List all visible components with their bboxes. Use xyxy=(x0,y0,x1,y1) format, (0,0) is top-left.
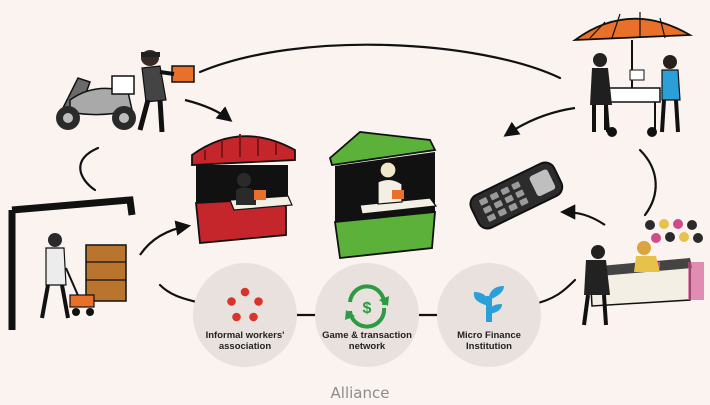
porter-illustration xyxy=(8,196,136,330)
market-stall-illustration xyxy=(582,219,704,326)
connector-lines xyxy=(79,43,657,317)
left-loop-line xyxy=(79,146,100,192)
alliance-label: Alliance xyxy=(330,384,390,402)
green-kiosk-illustration xyxy=(328,131,438,259)
arrow-vendor-to-center xyxy=(503,106,576,137)
people-ring-icon xyxy=(227,287,263,322)
top-arc-line xyxy=(198,43,562,80)
game-network-label: Game & transaction network xyxy=(322,330,412,352)
arrow-porter-to-kiosk xyxy=(139,220,192,256)
microfinance-label: Micro Finance Institution xyxy=(457,330,521,352)
mobile-phone-illustration xyxy=(469,161,564,230)
dollar-cycle-icon: $ xyxy=(345,284,389,329)
red-kiosk-illustration xyxy=(191,134,296,244)
connector-arrows xyxy=(139,98,606,256)
game-network-circle xyxy=(315,263,419,367)
plant-sprout-icon xyxy=(473,286,504,322)
arrow-scooter-to-kiosk xyxy=(184,98,233,122)
informal-workers-label: Informal workers' association xyxy=(205,330,285,352)
svg-text:$: $ xyxy=(363,300,372,317)
right-loop-line xyxy=(638,148,657,217)
street-vendor-illustration xyxy=(572,12,694,137)
informal-workers-circle xyxy=(193,263,297,367)
scooter-worker-illustration xyxy=(56,50,195,133)
arrow-market-to-phone xyxy=(559,204,606,226)
